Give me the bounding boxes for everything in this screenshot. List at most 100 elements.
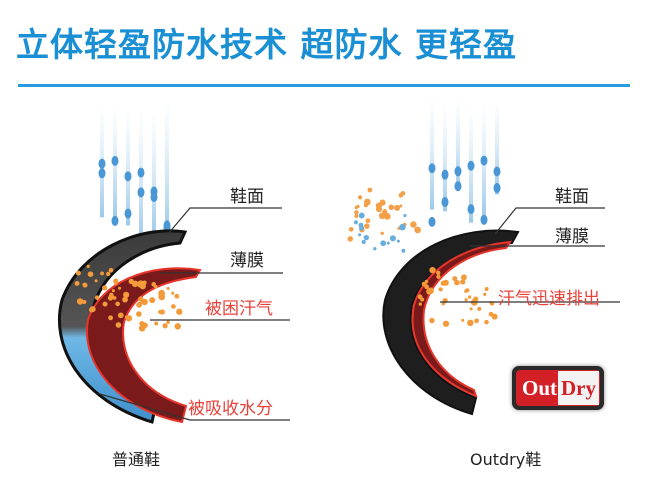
rain-streak xyxy=(430,97,434,210)
sweat-particle xyxy=(438,287,443,292)
sweat-particle xyxy=(82,299,87,305)
sweat-particle xyxy=(102,285,108,291)
sweat-particle xyxy=(363,198,371,206)
sweat-particle xyxy=(474,318,479,324)
sweat-particle xyxy=(467,295,472,299)
left-label-upper: 鞋面 xyxy=(230,187,264,207)
sweat-particle xyxy=(171,304,176,309)
water-particle xyxy=(380,240,387,247)
sweat-particle xyxy=(162,323,168,329)
sweat-particle xyxy=(421,281,427,287)
sweat-particle xyxy=(149,297,156,304)
water-particle xyxy=(386,241,390,245)
water-particle xyxy=(363,234,370,241)
sweat-particle xyxy=(128,278,134,285)
rain-streak xyxy=(152,108,156,238)
water-drop xyxy=(467,204,475,215)
sweat-particle xyxy=(365,218,371,224)
sweat-particle xyxy=(375,206,383,213)
sweat-particle xyxy=(465,288,470,293)
water-particle xyxy=(353,220,358,225)
sweat-particle xyxy=(483,292,487,296)
sweat-particle xyxy=(460,274,467,281)
left-label-trapped-sweat: 被困汗气 xyxy=(205,299,273,319)
title-divider xyxy=(18,84,630,87)
sweat-particle xyxy=(436,270,441,276)
sweat-particle xyxy=(394,204,401,211)
sweat-particle xyxy=(113,281,118,286)
sweat-particle xyxy=(429,266,436,274)
sweat-particle xyxy=(123,291,130,298)
water-particle xyxy=(403,214,407,218)
sweat-particle xyxy=(354,210,359,215)
sweat-particle xyxy=(125,315,133,322)
sweat-particle xyxy=(166,286,170,291)
rain-left xyxy=(98,98,171,241)
sweat-particle xyxy=(460,279,466,285)
sweat-particle xyxy=(76,298,84,305)
sweat-particle xyxy=(74,281,80,286)
sweat-particle xyxy=(109,292,114,298)
sweat-particle xyxy=(94,295,100,300)
sweat-particle xyxy=(102,301,108,307)
water-drop xyxy=(493,182,501,193)
leader-left-absorbed xyxy=(99,393,290,421)
water-particle xyxy=(358,212,365,219)
sweat-particle xyxy=(400,191,406,196)
water-drop xyxy=(98,168,106,179)
water-drop xyxy=(150,186,158,197)
sweat-particle xyxy=(171,291,175,295)
sweat-particle xyxy=(115,301,120,307)
left-label-absorbed-water: 被吸收水分 xyxy=(188,399,273,419)
leader-left-upper xyxy=(167,207,282,235)
sweat-particle xyxy=(106,271,111,277)
sweat-particle xyxy=(484,286,489,291)
sweat-particle xyxy=(89,307,95,313)
logo-text-out: Out xyxy=(522,375,558,400)
water-drop xyxy=(111,215,119,226)
water-drop xyxy=(467,160,475,171)
water-drop xyxy=(480,214,488,225)
water-particle xyxy=(358,225,365,231)
water-particle xyxy=(399,223,406,231)
sweat-particle xyxy=(436,274,441,279)
sweat-particle xyxy=(461,318,465,322)
water-drop xyxy=(454,181,462,192)
sweat-particle xyxy=(136,301,143,308)
sweat-particle xyxy=(354,214,359,218)
sweat-particle xyxy=(115,322,122,328)
sweat-particle xyxy=(87,271,94,278)
water-particle xyxy=(389,235,396,242)
sweat-particle xyxy=(154,321,159,326)
sweat-particle xyxy=(75,270,81,276)
sweat-particle xyxy=(158,293,166,301)
sweat-particle xyxy=(427,287,434,295)
water-particle xyxy=(396,239,400,243)
sweat-particle xyxy=(367,187,373,193)
right-label-upper: 鞋面 xyxy=(555,187,589,207)
water-drop xyxy=(441,197,449,208)
sweat-particle xyxy=(442,320,450,327)
water-drop xyxy=(137,187,145,198)
rain-right xyxy=(428,97,501,227)
sweat-particle xyxy=(429,317,435,324)
sweat-particle xyxy=(118,286,122,290)
sweat-particle xyxy=(364,223,370,229)
sweat-particle xyxy=(379,199,386,206)
right-upper-layer xyxy=(382,229,520,416)
right-label-vent: 汗气迅速排出 xyxy=(498,289,600,309)
sweat-particle xyxy=(82,282,86,287)
sweat-particle xyxy=(388,204,395,211)
sweat-particle xyxy=(111,289,115,293)
sweat-particle xyxy=(176,308,183,315)
left-label-membrane: 薄膜 xyxy=(230,251,264,271)
water-drop xyxy=(137,167,145,178)
sweat-particle xyxy=(414,226,421,234)
sweat-particles xyxy=(74,187,498,332)
sweat-particle xyxy=(440,280,446,286)
sweat-particle xyxy=(348,226,354,232)
rain-streak xyxy=(495,99,499,195)
rain-streak xyxy=(456,98,460,189)
